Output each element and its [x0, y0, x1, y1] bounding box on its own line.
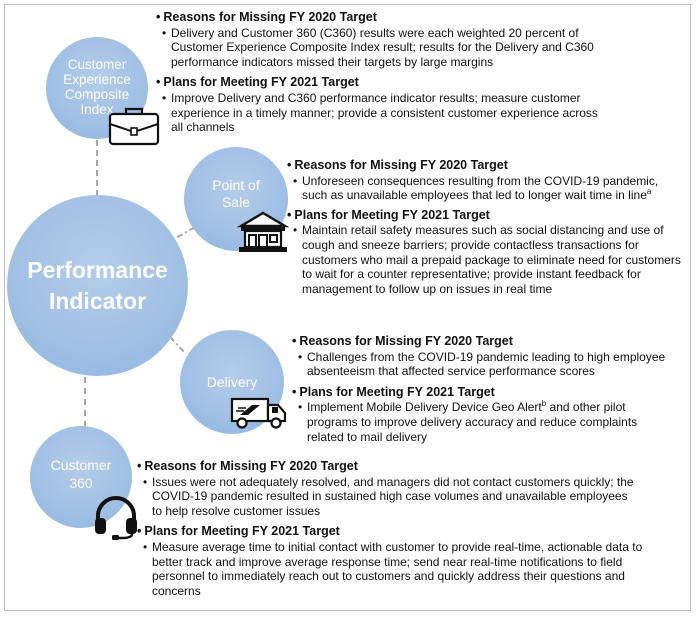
connector-center-to-cx: [96, 140, 98, 196]
circle-label: Delivery: [206, 374, 258, 390]
plans-text: Improve Delivery and C360 performance in…: [162, 91, 601, 135]
plans-text-a: Implement Mobile Delivery Device Geo Ale…: [307, 400, 542, 415]
post-office-icon: [237, 211, 289, 252]
diagram-frame: [4, 4, 691, 611]
plans-text: Implement Mobile Delivery Device Geo Ale…: [298, 400, 677, 444]
circle-label: Customer 360: [50, 457, 112, 491]
footnote-a: a: [646, 187, 652, 197]
plans-heading: Plans for Meeting FY 2021 Target: [137, 524, 682, 539]
center-circle-performance-indicator: Performance Indicator: [7, 195, 188, 376]
section-customer-experience: Reasons for Missing FY 2020 Target Deliv…: [156, 10, 686, 135]
footnote-b: b: [541, 399, 547, 409]
plans-heading: Plans for Meeting FY 2021 Target: [287, 208, 687, 223]
connector-center-to-delivery: [169, 336, 187, 355]
section-point-of-sale: Reasons for Missing FY 2020 Target Unfor…: [287, 158, 687, 296]
missing-text: Issues were not adequately resolved, and…: [143, 475, 640, 519]
circle-label: Point of Sale: [212, 177, 260, 210]
missing-text: Challenges from the COVID-19 pandemic le…: [298, 350, 677, 379]
circle-customer-360: Customer 360: [30, 426, 132, 528]
plans-text: Maintain retail safety measures such as …: [293, 223, 684, 296]
briefcase-icon: [108, 107, 160, 146]
plans-text: Measure average time to initial contact …: [143, 540, 647, 598]
section-delivery: Reasons for Missing FY 2020 Target Chall…: [292, 334, 682, 444]
plans-heading: Plans for Meeting FY 2021 Target: [292, 385, 682, 400]
center-label: Performance Indicator: [27, 256, 168, 314]
missing-heading: Reasons for Missing FY 2020 Target: [292, 334, 682, 349]
plans-heading: Plans for Meeting FY 2021 Target: [156, 75, 686, 90]
plans-text-b: and other pilot programs to improve deli…: [307, 400, 638, 444]
missing-heading: Reasons for Missing FY 2020 Target: [137, 459, 682, 474]
headset-icon: [95, 496, 137, 540]
missing-heading: Reasons for Missing FY 2020 Target: [156, 10, 686, 25]
connector-center-to-pos: [164, 225, 198, 245]
connector-center-to-360: [84, 377, 86, 427]
missing-text: Unforeseen consequences resulting from t…: [293, 174, 684, 203]
missing-text-body: Unforeseen consequences resulting from t…: [302, 173, 659, 203]
delivery-truck-icon: [230, 397, 287, 429]
missing-heading: Reasons for Missing FY 2020 Target: [287, 158, 687, 173]
section-customer-360: Reasons for Missing FY 2020 Target Issue…: [137, 459, 682, 598]
circle-label: Customer Experience Composite Index: [63, 57, 131, 117]
missing-text: Delivery and Customer 360 (C360) results…: [162, 26, 611, 70]
